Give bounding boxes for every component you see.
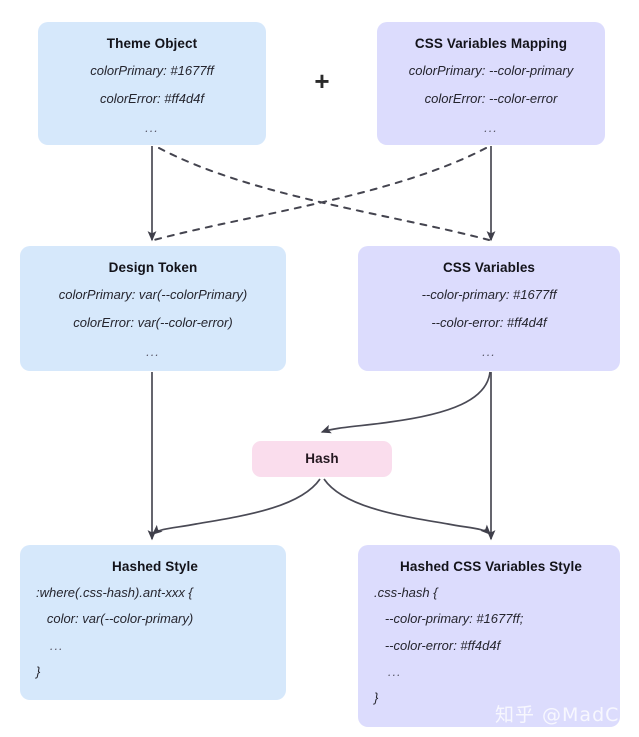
node-hashed-css-variables-style-line-2: --color-primary: #1677ff;: [374, 611, 524, 627]
node-css-variables-mapping-line-3: ...: [484, 119, 498, 135]
plus-icon: +: [314, 66, 330, 96]
node-css-variables-mapping-line-1: colorPrimary: --color-primary: [408, 63, 574, 79]
node-theme-object-line-1: colorPrimary: #1677ff: [90, 63, 214, 79]
node-css-variables[interactable]: CSS Variables --color-primary: #1677ff -…: [358, 246, 620, 371]
node-design-token[interactable]: Design Token colorPrimary: var(--colorPr…: [20, 246, 286, 371]
node-css-variables-line-3: ...: [482, 343, 496, 359]
node-design-token-title: Design Token: [108, 260, 198, 275]
node-hashed-css-variables-style-line-3: --color-error: #ff4d4f: [374, 637, 501, 653]
edge-hash-to-hashed-css-variables-style: [323, 478, 491, 535]
node-theme-object-title: Theme Object: [106, 36, 198, 51]
node-design-token-line-2: colorError: var(--color-error): [73, 315, 233, 331]
node-hashed-style-title: Hashed Style: [112, 559, 198, 574]
node-hash-title: Hash: [305, 450, 339, 466]
node-hashed-style-line-1: :where(.css-hash).ant-xxx {: [36, 585, 193, 601]
node-hashed-css-variables-style[interactable]: Hashed CSS Variables Style .css-hash { -…: [358, 545, 620, 727]
node-css-variables-mapping-title: CSS Variables Mapping: [414, 36, 568, 51]
node-css-variables-line-1: --color-primary: #1677ff: [421, 287, 557, 303]
node-hashed-style[interactable]: Hashed Style :where(.css-hash).ant-xxx {…: [20, 545, 286, 700]
node-hashed-style-line-2: color: var(--color-primary): [36, 611, 194, 627]
node-hashed-css-variables-style-line-1: .css-hash {: [374, 585, 438, 601]
node-theme-object-line-3: ...: [145, 119, 159, 135]
edge-hash-to-hashed-style: [151, 478, 321, 535]
node-hashed-style-line-4: }: [36, 663, 41, 679]
node-hashed-css-variables-style-title: Hashed CSS Variables Style: [400, 559, 582, 574]
node-css-variables-title: CSS Variables: [442, 260, 536, 275]
node-css-variables-line-2: --color-error: #ff4d4f: [431, 315, 547, 331]
node-hashed-css-variables-style-line-4: ...: [374, 663, 402, 679]
node-css-variables-mapping-line-2: colorError: --color-error: [424, 91, 558, 107]
node-hashed-css-variables-style-line-5: }: [374, 690, 379, 706]
edge-theme-object-to-css-variables: [158, 147, 490, 241]
node-theme-object[interactable]: Theme Object colorPrimary: #1677ff color…: [38, 22, 266, 145]
node-theme-object-line-2: colorError: #ff4d4f: [99, 91, 205, 107]
node-css-variables-mapping[interactable]: CSS Variables Mapping colorPrimary: --co…: [377, 22, 605, 145]
edge-css-variables-mapping-to-design-token: [153, 147, 487, 241]
node-design-token-line-1: colorPrimary: var(--colorPrimary): [58, 287, 248, 303]
edge-css-variables-to-hash: [320, 371, 491, 434]
node-design-token-line-3: ...: [146, 343, 160, 359]
node-hash[interactable]: Hash: [252, 441, 392, 477]
node-hashed-style-line-3: ...: [36, 637, 64, 653]
watermark: 知乎 @MadC: [495, 704, 620, 726]
